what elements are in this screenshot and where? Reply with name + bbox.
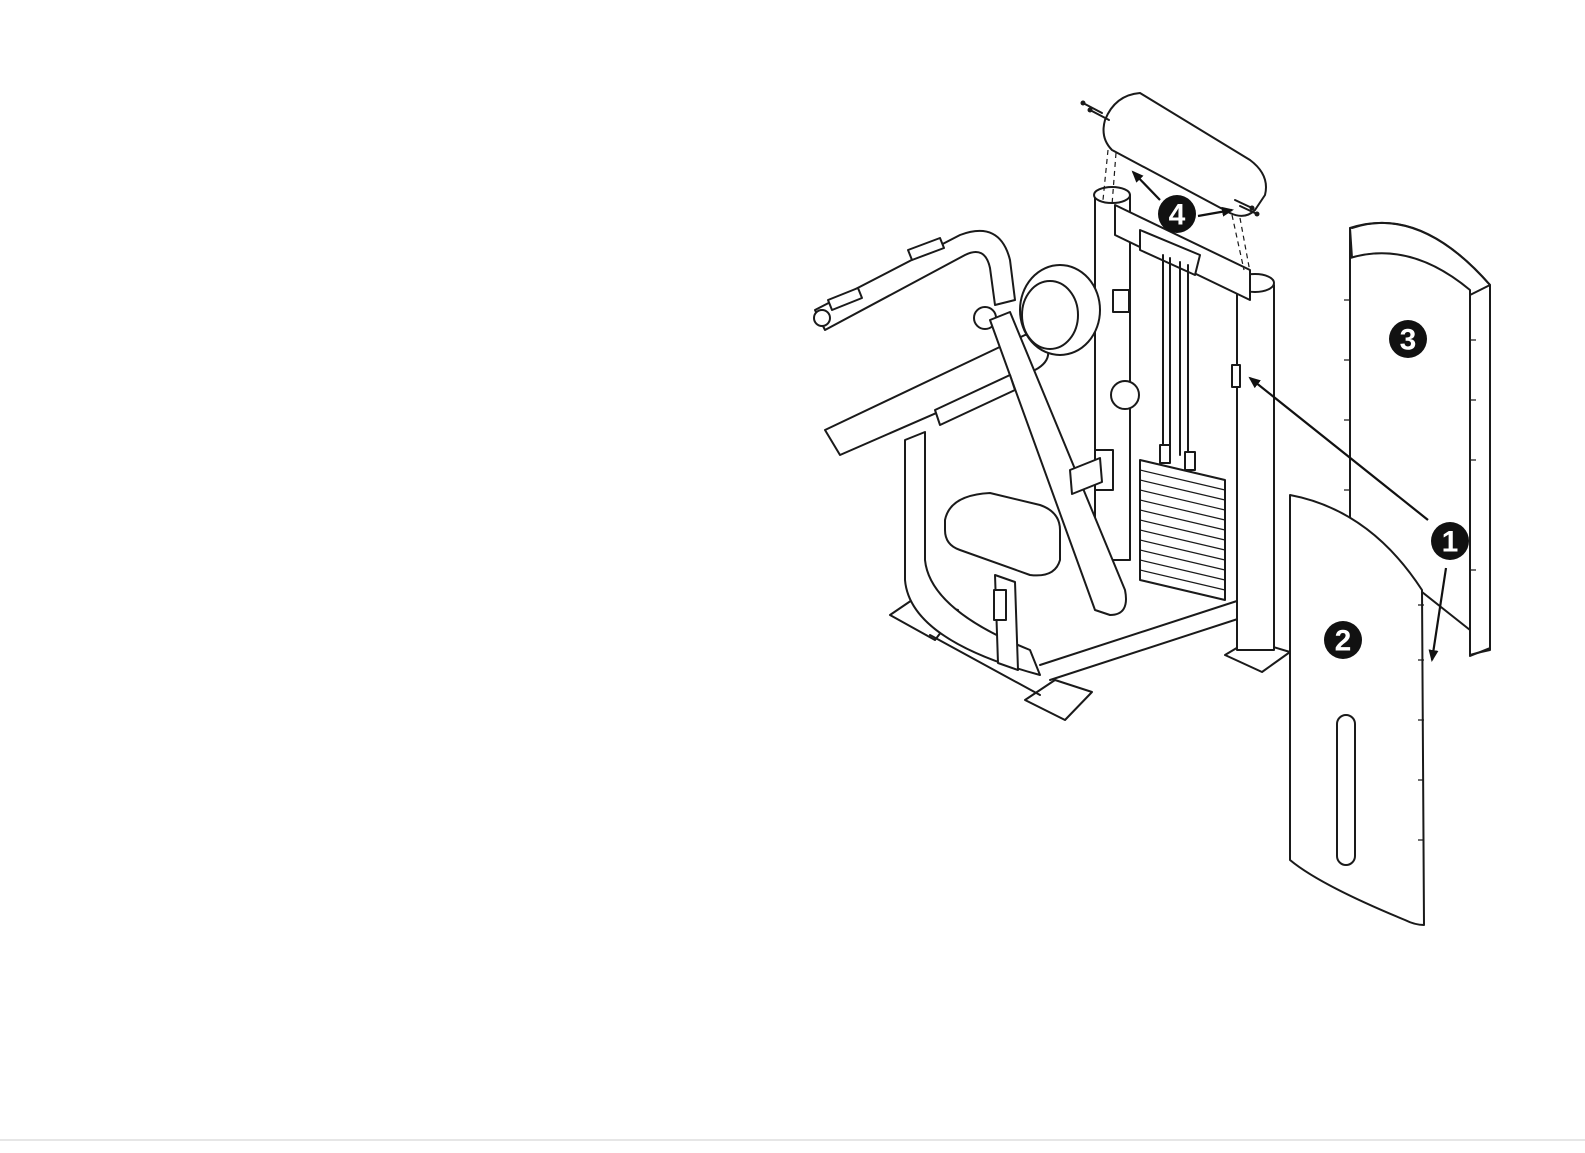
- front-shroud-window: [1337, 715, 1355, 865]
- front-column: [1237, 285, 1274, 650]
- callout-3: 3: [1389, 320, 1427, 358]
- arrow-4b: [1198, 210, 1232, 216]
- bracket-upper: [1113, 290, 1129, 312]
- callout-4-label: 4: [1169, 199, 1186, 232]
- stack-top-right: [1185, 452, 1195, 470]
- callout-1-label: 1: [1442, 526, 1459, 559]
- seat-adjust: [994, 590, 1006, 620]
- seat-pad: [945, 493, 1060, 575]
- base-rear-pad: [1025, 680, 1092, 720]
- rear-column: [1095, 195, 1130, 560]
- handle-end-left: [814, 310, 830, 326]
- callout-2: 2: [1324, 621, 1362, 659]
- callout-2-label: 2: [1335, 625, 1352, 658]
- bracket-front: [1232, 365, 1240, 387]
- callout-3-label: 3: [1400, 324, 1417, 357]
- stack-top-left: [1160, 445, 1170, 463]
- callout-4: 4: [1158, 195, 1196, 233]
- pulley-lower: [1111, 381, 1139, 409]
- cam-inner: [1022, 281, 1078, 349]
- top-screws-left: [1083, 103, 1109, 120]
- callout-1: 1: [1431, 522, 1469, 560]
- guide-rods: [1163, 255, 1188, 458]
- arrow-4a: [1133, 172, 1160, 200]
